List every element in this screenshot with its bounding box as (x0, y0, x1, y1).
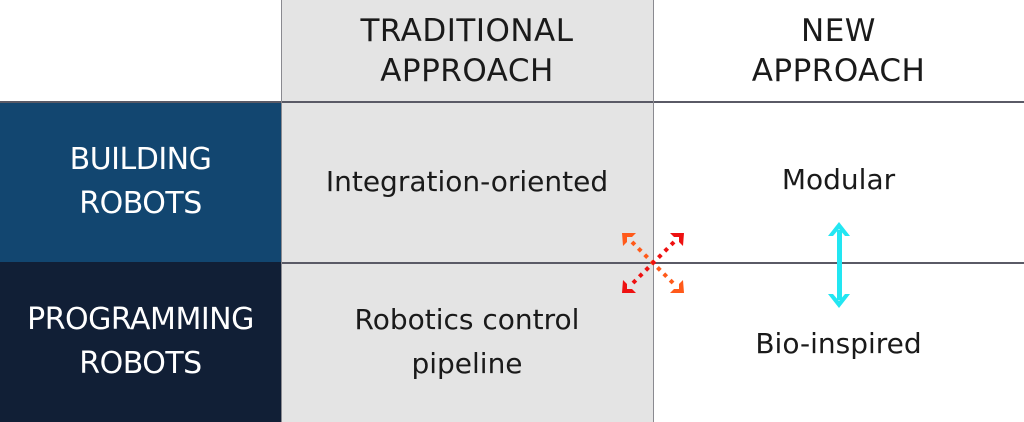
cell-programming-traditional: Robotics control pipeline (354, 303, 580, 380)
diagonal-cross-arrows-icon (622, 233, 684, 293)
divider-middle-column (653, 0, 654, 422)
header-traditional-approach: TRADITIONAL APPROACH (360, 13, 574, 89)
double-headed-vertical-arrow-icon (828, 222, 850, 308)
row-label-programming-robots: PROGRAMMING ROBOTS (0, 262, 281, 422)
row-label-building-robots: BUILDING ROBOTS (0, 102, 281, 262)
divider-header (0, 101, 1024, 103)
header-new-approach: NEW APPROACH (751, 13, 926, 89)
cell-building-traditional: Integration-oriented (325, 165, 609, 198)
divider-left-column (281, 0, 282, 422)
cell-building-new: Modular (781, 163, 896, 196)
traditional-column-bg (281, 0, 653, 422)
cell-programming-new: Bio-inspired (755, 327, 922, 360)
